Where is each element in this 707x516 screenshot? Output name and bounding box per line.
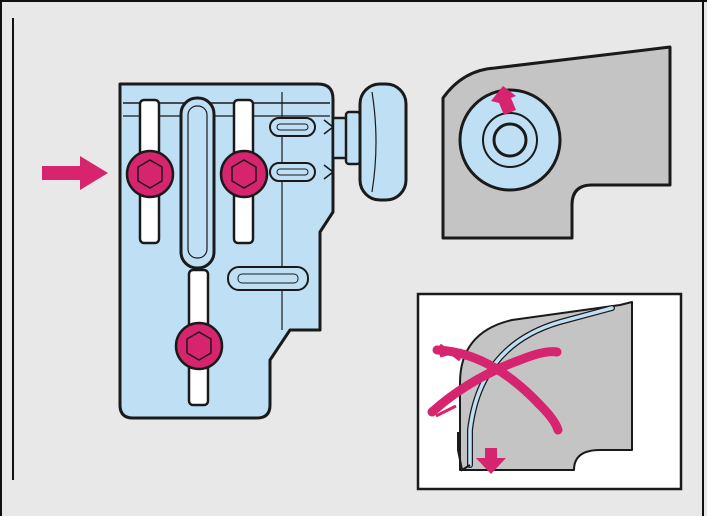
oval-slot-2 (269, 162, 316, 182)
notch-1 (323, 119, 334, 135)
adjustment-knob-icon (331, 82, 408, 202)
center-rail-inner (187, 105, 208, 259)
wire-hook (457, 432, 471, 472)
oval-slot-2-inner (276, 168, 309, 176)
needle-bar-bracket (42, 82, 408, 420)
hex-screw-icon-left (125, 149, 175, 199)
hex-screw-icon-lower (174, 321, 224, 371)
thread-guide-wrong (416, 292, 683, 491)
oval-slot-1 (269, 117, 316, 137)
cross-icon (427, 343, 563, 435)
arrow-down-icon (476, 448, 506, 474)
arrow-up-icon (491, 86, 516, 115)
wire-guide-icon (468, 306, 614, 467)
oval-slot-3 (227, 266, 309, 291)
arrow-right-icon (42, 156, 108, 190)
arm-hole-detail (441, 45, 672, 240)
oval-slot-1-inner (276, 123, 309, 131)
notch-2 (323, 164, 334, 180)
center-rail (179, 96, 216, 270)
shaft-hole-icon (492, 122, 528, 158)
oval-slot-3-inner (237, 273, 299, 284)
hex-screw-icon-right (219, 149, 269, 199)
